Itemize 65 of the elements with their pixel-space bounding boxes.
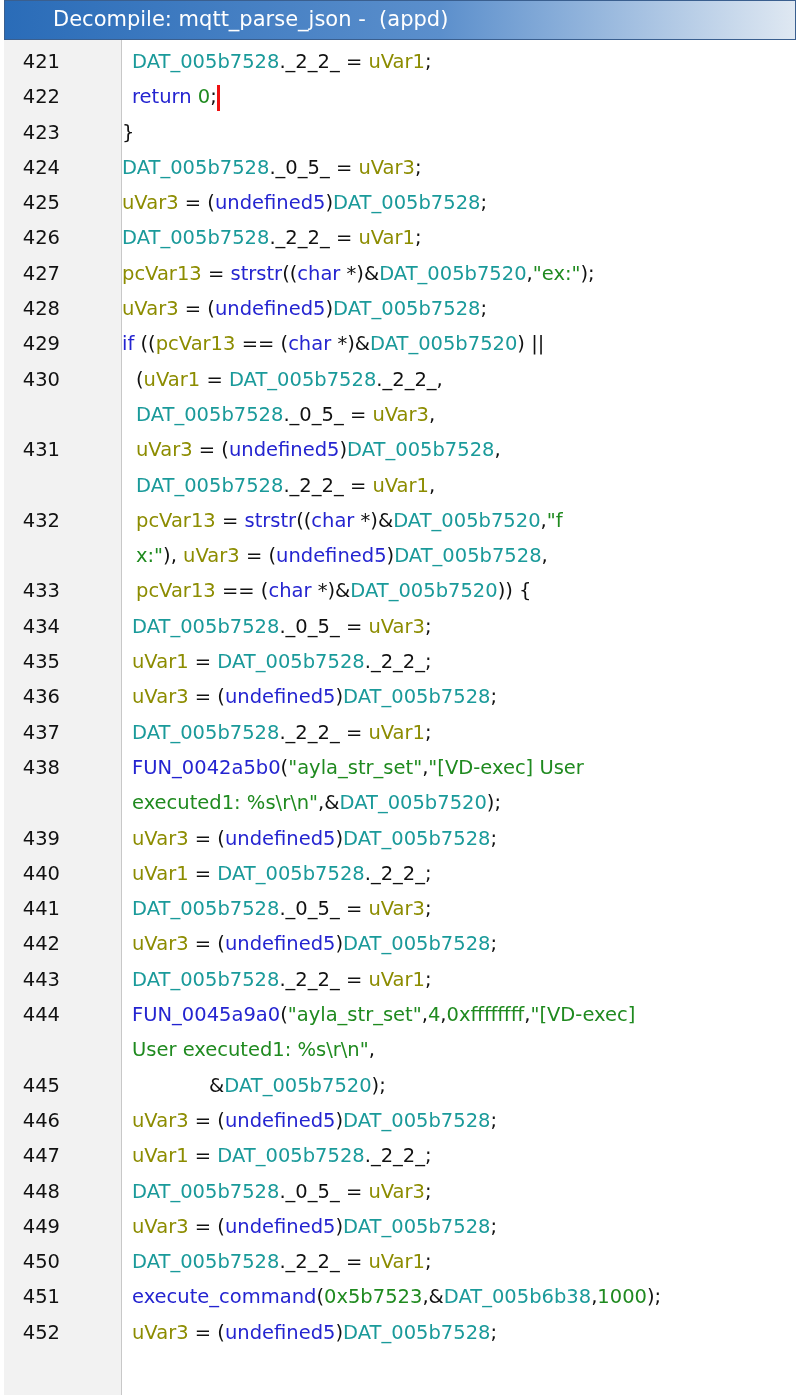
code-line: DAT_005b7528._2_2_ = uVar1; [122, 225, 423, 252]
line-number: 438 [22, 754, 60, 781]
code-line: DAT_005b7528._0_5_ = uVar3; [132, 613, 433, 640]
line-number: 445 [22, 1072, 60, 1099]
code-line: &DAT_005b7520); [209, 1072, 387, 1099]
code-line: DAT_005b7528._2_2_ = uVar1; [132, 966, 433, 993]
code-line: } [122, 119, 136, 146]
code-line: uVar3 = (undefined5)DAT_005b7528; [132, 1319, 499, 1346]
code-line: DAT_005b7528._0_5_ = uVar3; [132, 896, 433, 923]
line-number: 442 [22, 931, 60, 958]
line-number: 448 [22, 1178, 60, 1205]
line-number: 440 [22, 860, 60, 887]
code-line: return 0; [132, 79, 682, 115]
code-line: pcVar13 = strstr((char *)&DAT_005b7520,"fx:"), uVar3 = (undefined5)DAT_005b7528, [136, 507, 564, 570]
code-line: FUN_0045a9a0("ayla_str_set",4,0xffffffff,"[VD-exec] User executed1: %s\r\n", [132, 1002, 637, 1064]
code-line: pcVar13 = strstr((char *)&DAT_005b7520,"ex:"); [122, 260, 596, 287]
code-line: uVar1 = DAT_005b7528._2_2_; [132, 860, 433, 887]
code-line: (uVar1 = DAT_005b7528._2_2_, DAT_005b7528._0_5_ = uVar3, [136, 366, 444, 428]
code-line: DAT_005b7528._2_2_ = uVar1; [132, 1249, 433, 1276]
line-number: 434 [22, 613, 60, 640]
code-line: uVar3 = (undefined5)DAT_005b7528; [122, 296, 489, 323]
code-line: uVar1 = DAT_005b7528._2_2_; [132, 649, 433, 676]
code-line: uVar3 = (undefined5)DAT_005b7528; [122, 190, 489, 217]
code-line: execute_command(0x5b7523,&DAT_005b6b38,1000); [132, 1284, 663, 1311]
line-number: 423 [22, 119, 60, 146]
line-number: 446 [22, 1107, 60, 1134]
line-number: 435 [22, 649, 60, 676]
window-title: Decompile: mqtt_parse_json - (appd) [53, 6, 449, 34]
line-number: 449 [22, 1213, 60, 1240]
code-line: uVar3 = (undefined5)DAT_005b7528, DAT_005b7528._2_2_ = uVar1, [136, 437, 502, 499]
line-number: 432 [22, 507, 60, 534]
line-number: 431 [22, 437, 60, 464]
code-line: uVar3 = (undefined5)DAT_005b7528; [132, 931, 499, 958]
code-line: if ((pcVar13 == (char *)&DAT_005b7520) || [122, 331, 546, 358]
code-line: uVar3 = (undefined5)DAT_005b7528; [132, 825, 499, 852]
line-number: 437 [22, 719, 60, 746]
code-line: uVar3 = (undefined5)DAT_005b7528; [132, 684, 499, 711]
line-number: 444 [22, 1002, 60, 1028]
line-number: 426 [22, 225, 60, 252]
line-number: 427 [22, 260, 60, 287]
code-line: FUN_0042a5b0("ayla_str_set","[VD-exec] User executed1: %s\r\n",&DAT_005b7520); [132, 754, 585, 817]
line-number: 430 [22, 366, 60, 393]
line-number: 422 [22, 84, 60, 111]
line-number: 428 [22, 296, 60, 323]
line-number: 429 [22, 331, 60, 358]
code-line: DAT_005b7528._2_2_ = uVar1; [132, 719, 433, 746]
code-line: DAT_005b7528._0_5_ = uVar3; [122, 154, 423, 181]
line-number: 443 [22, 966, 60, 993]
line-number: 452 [22, 1319, 60, 1346]
line-number: 425 [22, 190, 60, 217]
code-line: DAT_005b7528._0_5_ = uVar3; [132, 1178, 433, 1205]
line-number: 436 [22, 684, 60, 711]
line-number: 433 [22, 578, 60, 605]
line-number: 450 [22, 1249, 60, 1276]
line-number: 447 [22, 1143, 60, 1170]
code-line: pcVar13 == (char *)&DAT_005b7520)) { [136, 578, 533, 605]
line-number: 421 [22, 49, 60, 75]
line-number: 424 [22, 154, 60, 181]
code-line: uVar3 = (undefined5)DAT_005b7528; [132, 1213, 499, 1240]
line-number: 451 [22, 1284, 60, 1311]
code-line: uVar1 = DAT_005b7528._2_2_; [132, 1143, 433, 1170]
code-line: DAT_005b7528._2_2_ = uVar1; [132, 49, 433, 75]
line-number: 441 [22, 896, 60, 923]
line-number: 439 [22, 825, 60, 852]
code-line: uVar3 = (undefined5)DAT_005b7528; [132, 1107, 499, 1134]
